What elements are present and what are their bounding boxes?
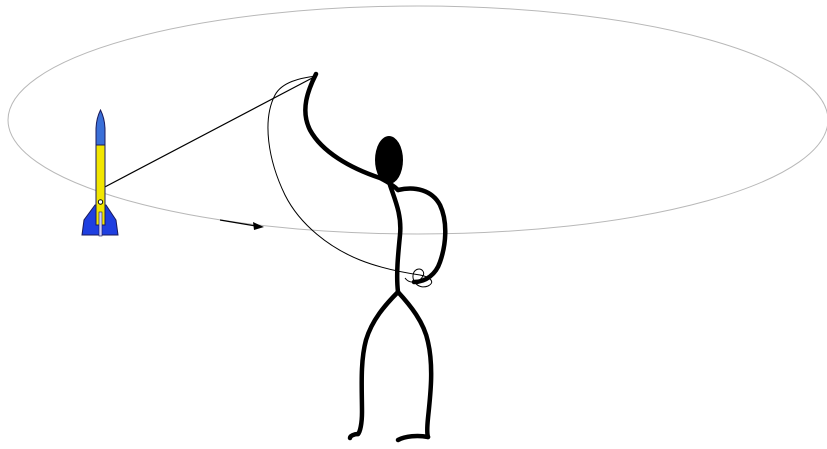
rocket-center-fin bbox=[99, 212, 102, 236]
figure-right-foot bbox=[398, 436, 428, 440]
figure-left-leg bbox=[358, 292, 398, 434]
orbit-ellipse bbox=[8, 6, 827, 234]
stick-figure bbox=[305, 74, 445, 440]
figure-right-leg bbox=[398, 292, 431, 437]
rocket-attachment-point bbox=[98, 200, 102, 204]
rocket-nose-cone bbox=[96, 110, 105, 145]
rocket bbox=[82, 110, 118, 236]
looping-string bbox=[268, 76, 432, 287]
direction-arrow bbox=[220, 220, 264, 230]
tether-line bbox=[101, 76, 316, 189]
figure-left-foot bbox=[350, 434, 358, 438]
figure-side-arm bbox=[398, 189, 445, 282]
figure-body bbox=[390, 185, 400, 292]
